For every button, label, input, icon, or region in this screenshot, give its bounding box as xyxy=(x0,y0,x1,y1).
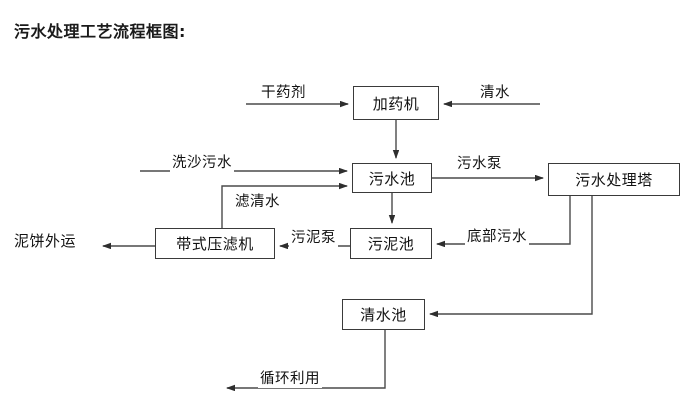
edge-clearwaterpool-to-recycle xyxy=(226,330,386,392)
node-belt-press[interactable]: 带式压滤机 xyxy=(155,228,275,259)
node-label: 污水池 xyxy=(368,169,416,188)
terminal-label-mud-cake-out: 泥饼外运 xyxy=(14,232,77,250)
edge-beltpress-to-sewagepool xyxy=(221,182,348,228)
node-label: 加药机 xyxy=(372,94,420,113)
edge-label-sludge-pump: 污泥泵 xyxy=(289,226,338,247)
edge-label-filtrate: 滤清水 xyxy=(233,190,282,211)
edge-label-clean-water: 清水 xyxy=(478,81,512,102)
node-label: 带式压滤机 xyxy=(176,235,254,253)
node-label: 清水池 xyxy=(360,306,407,324)
node-label: 污水处理塔 xyxy=(575,171,653,189)
edge-tower-to-clearwaterpool xyxy=(429,196,593,318)
edge-label-dry-reagent: 干药剂 xyxy=(259,81,308,102)
node-treatment-tower[interactable]: 污水处理塔 xyxy=(548,163,680,196)
node-clearwater-pool[interactable]: 清水池 xyxy=(342,299,425,330)
page-title: 污水处理工艺流程框图: xyxy=(14,22,186,41)
node-sludge-pool[interactable]: 污泥池 xyxy=(350,228,432,259)
node-label: 污泥池 xyxy=(367,235,415,253)
edge-label-recycle-use: 循环利用 xyxy=(258,367,322,388)
node-dosing-machine[interactable]: 加药机 xyxy=(353,86,439,120)
edge-label-bottom-sewage: 底部污水 xyxy=(465,225,529,246)
edge-label-sewage-pump: 污水泵 xyxy=(455,152,504,173)
edge-label-sand-wash-sewage: 洗沙污水 xyxy=(170,151,234,172)
node-sewage-pool[interactable]: 污水池 xyxy=(352,163,432,193)
